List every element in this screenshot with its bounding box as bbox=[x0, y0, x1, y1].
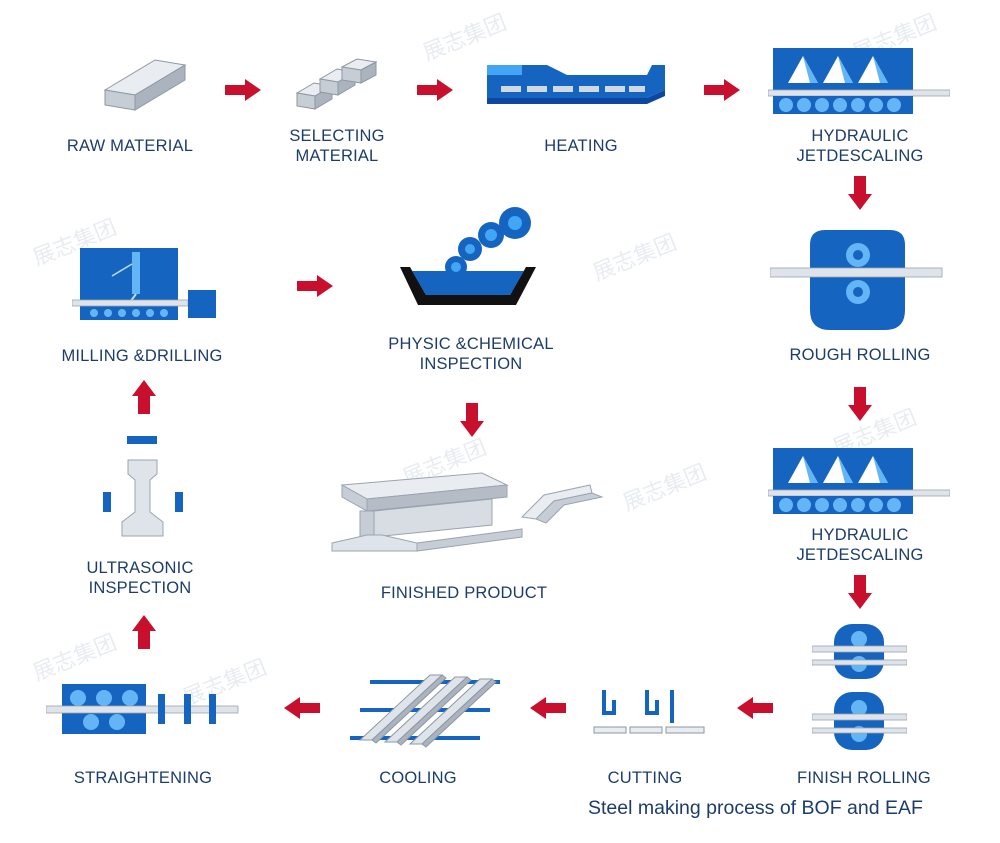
watermark: 展志集团 bbox=[589, 230, 681, 287]
milling-drilling-label: MILLING &DRILLING bbox=[61, 347, 223, 365]
arrow-right-icon bbox=[704, 79, 740, 101]
watermark: 展志集团 bbox=[29, 630, 121, 687]
arrow-left-icon bbox=[284, 697, 320, 719]
arrow-down-icon bbox=[848, 575, 872, 609]
diagram-caption: Steel making process of BOF and EAF bbox=[588, 797, 923, 819]
arrow-right-icon bbox=[297, 275, 333, 297]
arrow-down-icon bbox=[848, 387, 872, 421]
rough-rolling-mill-icon bbox=[770, 230, 943, 330]
descaling-label: HYDRAULIC JETDESCALING bbox=[796, 526, 924, 564]
raw-material-label: RAW MATERIAL bbox=[66, 137, 194, 155]
raw-material-icon bbox=[103, 59, 187, 111]
arrow-up-icon bbox=[132, 380, 156, 414]
ultrasonic-inspection-icon bbox=[103, 436, 183, 537]
finished-rail-icon bbox=[331, 472, 604, 552]
ultrasonic-label: ULTRASONIC INSPECTION bbox=[86, 559, 194, 597]
finished-product-label: FINISHED PRODUCT bbox=[380, 584, 548, 602]
arrow-down-icon bbox=[460, 403, 484, 437]
chemical-inspection-vessel-icon bbox=[400, 207, 536, 305]
cutting-label: CUTTING bbox=[607, 769, 683, 787]
descaling-label: HYDRAULIC JETDESCALING bbox=[796, 127, 924, 165]
arrow-left-icon bbox=[530, 697, 566, 719]
watermark: 展志集团 bbox=[619, 460, 711, 517]
cooling-label: COOLING bbox=[379, 769, 457, 787]
descaling-machine-icon bbox=[768, 448, 950, 514]
rough-rolling-label: ROUGH ROLLING bbox=[789, 346, 931, 364]
finish-rolling-mill-icon bbox=[812, 624, 907, 750]
straightening-machine-icon bbox=[46, 684, 239, 734]
selecting-material-icon bbox=[295, 58, 378, 110]
straightening-label: STRAIGHTENING bbox=[73, 769, 213, 787]
finish-rolling-label: FINISH ROLLING bbox=[797, 769, 931, 787]
heating-furnace-icon bbox=[487, 65, 665, 104]
watermark: 展志集团 bbox=[419, 10, 511, 67]
arrow-down-icon bbox=[848, 176, 872, 210]
arrow-right-icon bbox=[417, 79, 453, 101]
heating-label: HEATING bbox=[544, 137, 618, 155]
selecting-material-label: SELECTING MATERIAL bbox=[289, 127, 385, 165]
milling-drilling-machine-icon bbox=[72, 248, 216, 320]
descaling-machine-icon bbox=[768, 48, 950, 114]
arrow-left-icon bbox=[737, 697, 773, 719]
arrow-up-icon bbox=[132, 615, 156, 649]
arrow-right-icon bbox=[225, 79, 261, 101]
physic-chemical-label: PHYSIC &CHEMICAL INSPECTION bbox=[388, 335, 554, 373]
cutting-saw-icon bbox=[593, 690, 705, 734]
cooling-bed-icon bbox=[350, 674, 500, 748]
